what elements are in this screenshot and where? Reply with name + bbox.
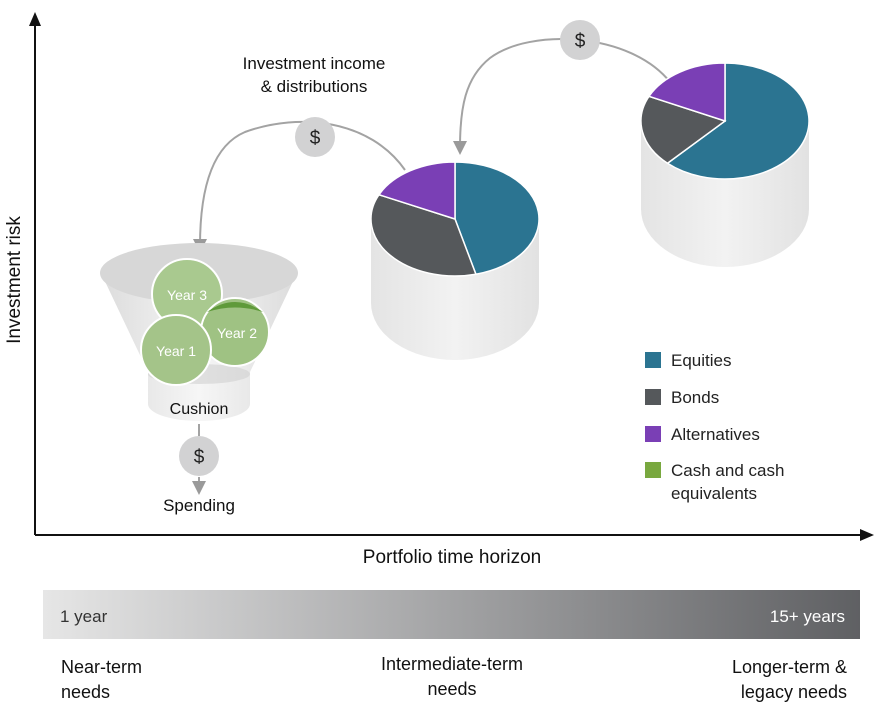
legend-label-cash-line1: Cash and cash [671,461,784,480]
income-label-line1: Investment income [243,54,386,73]
legend-label-cash-line2: equivalents [671,484,757,503]
year-3-bubble: Year 3 [151,258,223,330]
near-term-needs-line2: needs [61,682,110,702]
dollar-icon-spending: $ [179,436,219,476]
year-1-bubble: Year 1 [140,314,212,386]
horizon-gradient-bar [43,590,860,639]
legend-swatch-alternatives [645,426,661,442]
income-label-line2: & distributions [261,77,368,96]
legend: Equities Bonds Alternatives Cash and cas… [645,351,784,503]
pie-slice-equities [666,62,810,180]
legend-swatch-cash [645,462,661,478]
pie-slice-alternatives [647,62,726,123]
y-axis-label: Investment risk [4,216,25,344]
intermediate-needs-line1: Intermediate-term [381,654,523,674]
longterm-pie [640,62,810,180]
dollar-symbol: $ [194,447,205,468]
intermediate-needs-line2: needs [427,679,476,699]
longer-needs-line1: Longer-term & [732,657,847,677]
pie-slice-bonds [370,193,477,277]
legend-swatch-bonds [645,389,661,405]
cushion-label: Cushion [170,401,229,418]
dollar-icon-top: $ [560,20,600,60]
arrow-long-to-intermediate [453,38,671,155]
intermediate-pie [370,161,540,277]
longer-needs-line2: legacy needs [741,682,847,702]
dollar-symbol: $ [310,128,321,149]
axes: Investment risk Portfolio time horizon [4,12,874,568]
longterm-pie-cylinder [640,62,810,267]
y-axis-arrow-icon [29,12,41,26]
x-axis-label: Portfolio time horizon [363,547,541,568]
horizon-end-label: 15+ years [770,607,845,626]
x-axis-arrow-icon [860,529,874,541]
legend-label-equities: Equities [671,351,731,370]
arrow-intermediate-to-near [193,120,406,253]
year-2-label: Year 2 [217,325,257,341]
year-1-label: Year 1 [156,343,196,359]
intermediate-pie-cylinder [370,161,540,360]
spending-label: Spending [163,496,235,515]
cushion-funnel: Year 3 Year 2 Year 1 Cushion [100,243,298,421]
legend-label-bonds: Bonds [671,388,719,407]
dollar-icon-middle: $ [295,117,335,157]
pie-slice-bonds [640,95,727,165]
year-2-bubble: Year 2 [200,297,270,367]
near-term-needs-line1: Near-term [61,657,142,677]
legend-label-alternatives: Alternatives [671,425,760,444]
horizon-start-label: 1 year [60,607,108,626]
dollar-symbol: $ [575,31,586,52]
year-3-label: Year 3 [167,287,207,303]
year-2-cap [207,302,263,312]
time-horizon-bar: 1 year 15+ years [43,590,860,639]
legend-swatch-equities [645,352,661,368]
pie-slice-alternatives [377,161,456,221]
pie-slice-equities [454,161,540,276]
